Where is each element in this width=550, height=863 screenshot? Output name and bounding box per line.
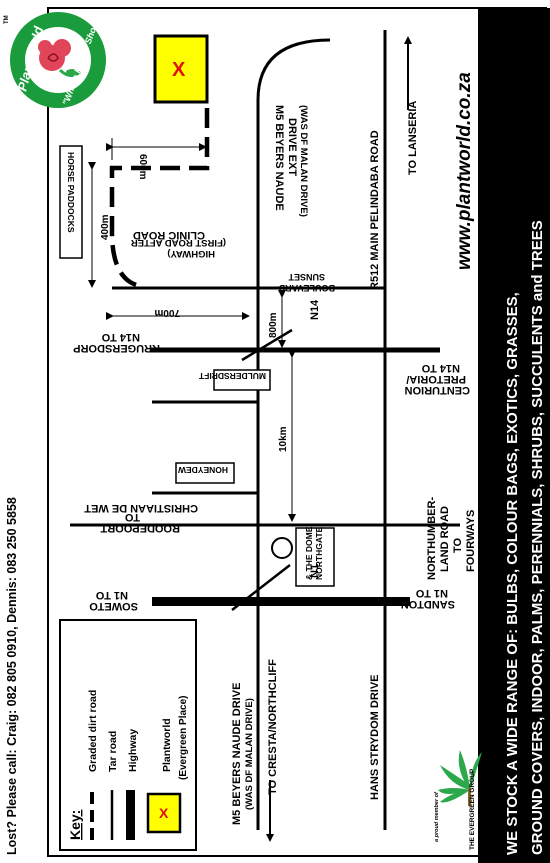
evergreen-group-logo: a proud member of THE EVERGREEN GROUP — [434, 750, 482, 850]
key-tar-label: Tar road — [107, 731, 119, 772]
m5-ext-label-3: (WAS DF MALAN DRIVE) — [298, 105, 309, 217]
website: www.plantworld.co.za — [454, 72, 475, 270]
n14-pc-label-2: PRETORIA/ — [406, 373, 466, 385]
northgate-label-1: NORTHGATE — [314, 526, 324, 580]
n14-shield-label: N14 — [309, 299, 321, 320]
key-title: Key: — [67, 810, 83, 840]
plantworld-logo: Plantworld "Where Nature Shops" — [10, 11, 106, 108]
northum-label-2: LAND ROAD — [439, 506, 451, 572]
plantworld-location-marker: X — [153, 34, 209, 104]
link-road-n14 — [241, 328, 293, 362]
key-marker-x: X — [159, 805, 169, 821]
northgate-box — [295, 527, 335, 587]
r512-label: R512 MAIN PELINDABA ROAD — [369, 130, 381, 290]
banner-line-2: GROUND COVERS, INDOOR, PALMS, PERENNIALS… — [529, 220, 546, 855]
n1-sandton-label-1: N1 TO — [415, 587, 448, 599]
map-key: Key: Graded dirt road Tar road Highway X… — [59, 619, 197, 851]
n14-pc-label-3: CENTURION — [405, 384, 470, 396]
northgate-label-2: & THE DOME — [304, 526, 314, 580]
sunset-label-2: BOULEVARD — [278, 283, 335, 293]
muldersdrift-label: MULDERSDRIFT — [198, 371, 266, 381]
label-10km: 10km — [278, 426, 289, 452]
cdw-label-2: TO — [124, 511, 140, 523]
m5-label-2: (WAS DF MALAN DRIVE) — [244, 698, 255, 810]
key-marker-sublabel: (Evergreen Place) — [178, 696, 189, 781]
label-600m: 600m — [137, 154, 148, 180]
n14-kd-label-1: N14 TO — [101, 331, 140, 343]
honeydew-box — [175, 462, 235, 484]
n14-pc-label-1: N14 TO — [421, 362, 460, 374]
to-lanseria-label: TO LANSERIA — [407, 101, 419, 175]
key-highway-label: Highway — [127, 729, 139, 772]
honeydew-label: HONEYDEW — [177, 465, 228, 475]
key-marker-swatch — [146, 792, 182, 834]
label-700m: 700m — [154, 307, 180, 318]
label-800m: 800m — [268, 312, 279, 338]
m5-ext-label-1: M5 BEYERS NAUDE — [273, 105, 285, 211]
northgate-dome-icon — [271, 537, 293, 559]
key-dirt-label: Graded dirt road — [87, 690, 99, 772]
product-banner — [478, 8, 550, 863]
trademark: TM — [4, 15, 10, 24]
hans-strydom-label: HANS STRYDOM DRIVE — [369, 675, 381, 801]
clinic-road-label-2: (FIRST ROAD AFTER — [131, 237, 226, 248]
horse-paddocks-box — [59, 145, 83, 259]
rose-icon — [38, 39, 81, 77]
palm-icon — [438, 750, 482, 806]
northum-label-3: TO — [452, 537, 464, 553]
n1-shield-label: N1 — [309, 564, 321, 578]
northum-label-1: NORTHUMBER- — [426, 497, 438, 580]
n1-sandton-label-2: SANDTON — [401, 598, 455, 610]
n1-soweto-label-1: N1 TO — [95, 589, 128, 601]
n14-kd-label-2: KRUGERSDORP — [73, 342, 160, 354]
banner-line-1: WE STOCK A WIDE RANGE OF: BULBS, COLOUR … — [504, 292, 521, 855]
m5-ext-label-2: DRIVE EXT — [286, 118, 298, 176]
contact-info: Lost? Please call: Craig: 082 805 0910, … — [5, 497, 19, 855]
group-name-label: THE EVERGREEN GROUP — [469, 768, 476, 850]
key-highway-swatch — [126, 790, 135, 840]
to-cresta-label: TO CRESTA/NORTHCLIFF — [267, 659, 279, 795]
n1-soweto-label-2: SOWETO — [89, 600, 138, 612]
marker-x: X — [172, 59, 186, 81]
key-marker-label: Plantworld — [161, 718, 173, 772]
northum-label-4: FOURWAYS — [465, 510, 477, 572]
n1-highway — [152, 597, 410, 606]
label-400m: 400m — [100, 214, 111, 240]
horse-paddocks-label: HORSE PADDOCKS — [66, 152, 76, 233]
sunset-label-1: SUNSET — [288, 272, 325, 282]
cdw-label-1: CHRISTIAAN DE WET — [84, 502, 198, 514]
dirt-road — [109, 108, 210, 289]
muldersdrift-box — [213, 369, 271, 391]
cdw-label-3: ROODEPOORT — [100, 522, 180, 534]
clinic-road-label-1: CLINIC ROAD — [133, 229, 205, 241]
clinic-road-label-3: HIGHWAY) — [167, 248, 215, 259]
m5-label-1: M5 BEYERS NAUDE DRIVE — [231, 683, 243, 825]
group-small-label: a proud member of — [434, 791, 440, 842]
m5-beyers-naude-ext — [256, 38, 331, 580]
